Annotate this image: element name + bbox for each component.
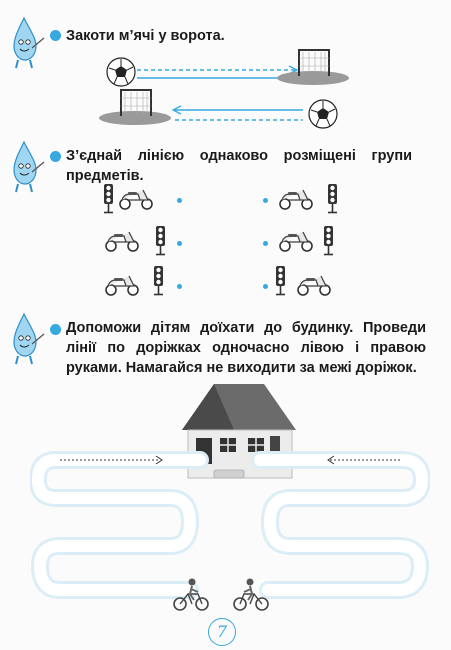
traffic-light-icon	[155, 225, 166, 256]
task-3-text: Допоможи дітям доїхати до будинку. Прове…	[66, 320, 426, 376]
page-number: 7	[208, 618, 236, 646]
soccer-ball-icon	[106, 57, 136, 87]
ball-goal-exercise	[99, 49, 349, 129]
scooter-icon	[105, 231, 139, 252]
traffic-light-icon	[323, 225, 334, 256]
match-dot[interactable]	[177, 284, 182, 289]
scooter-icon	[105, 275, 139, 296]
scooter-icon	[279, 231, 313, 252]
task-bullet	[50, 324, 61, 335]
droplet-mascot-icon	[13, 140, 45, 193]
traffic-light-icon	[327, 183, 338, 214]
goal-icon	[99, 89, 171, 125]
task-bullet	[50, 30, 61, 41]
match-dot[interactable]	[263, 284, 268, 289]
cyclist-icon	[173, 578, 209, 611]
match-dot[interactable]	[177, 198, 182, 203]
soccer-ball-icon	[308, 99, 338, 129]
task-bullet	[50, 151, 61, 162]
match-dot[interactable]	[263, 241, 268, 246]
scooter-icon	[297, 275, 331, 296]
tracing-paths	[30, 451, 430, 599]
traffic-light-icon	[275, 265, 286, 296]
task-1-text: Закоти м’ячі у ворота.	[66, 28, 225, 44]
droplet-mascot-icon	[13, 312, 45, 365]
match-dot[interactable]	[263, 198, 268, 203]
matching-groups	[103, 183, 338, 296]
traffic-light-icon	[103, 183, 114, 214]
droplet-mascot-icon	[13, 16, 45, 69]
scooter-icon	[119, 189, 153, 210]
scooter-icon	[279, 189, 313, 210]
task-2-text: З’єднай лінією однаково розміщені групи …	[66, 148, 412, 184]
match-dot[interactable]	[177, 241, 182, 246]
traffic-light-icon	[153, 265, 164, 296]
goal-icon	[277, 49, 349, 85]
cyclist-icon	[233, 578, 269, 611]
